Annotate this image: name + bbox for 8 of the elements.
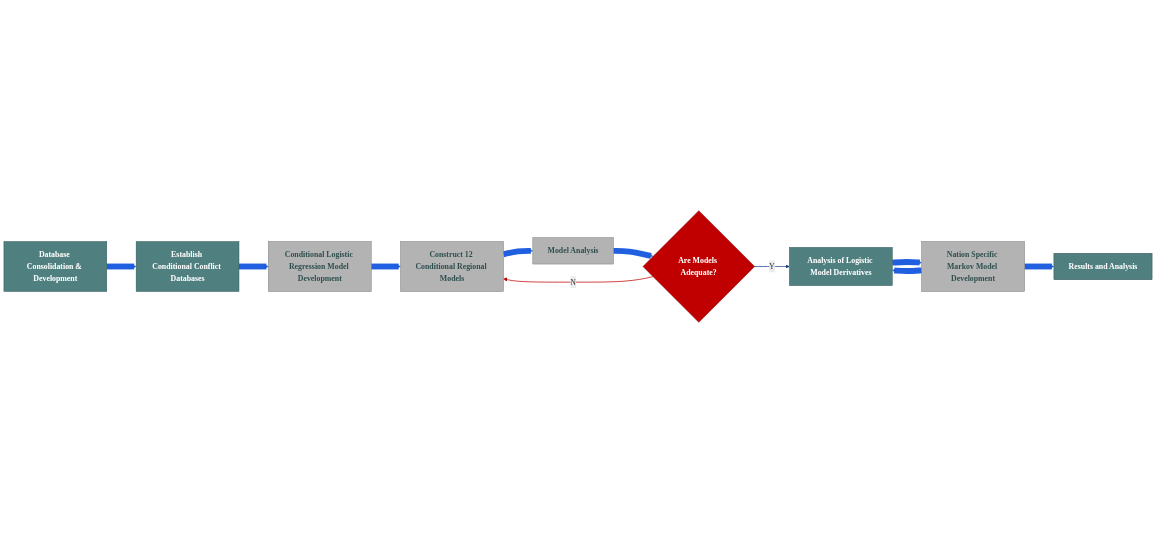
arrow [370,263,401,270]
arrow [106,263,137,270]
arrow [502,247,533,258]
arrow [612,247,654,259]
arrow [891,259,922,266]
arrow [892,267,923,274]
arrow [1024,263,1055,270]
arrow [238,263,269,270]
